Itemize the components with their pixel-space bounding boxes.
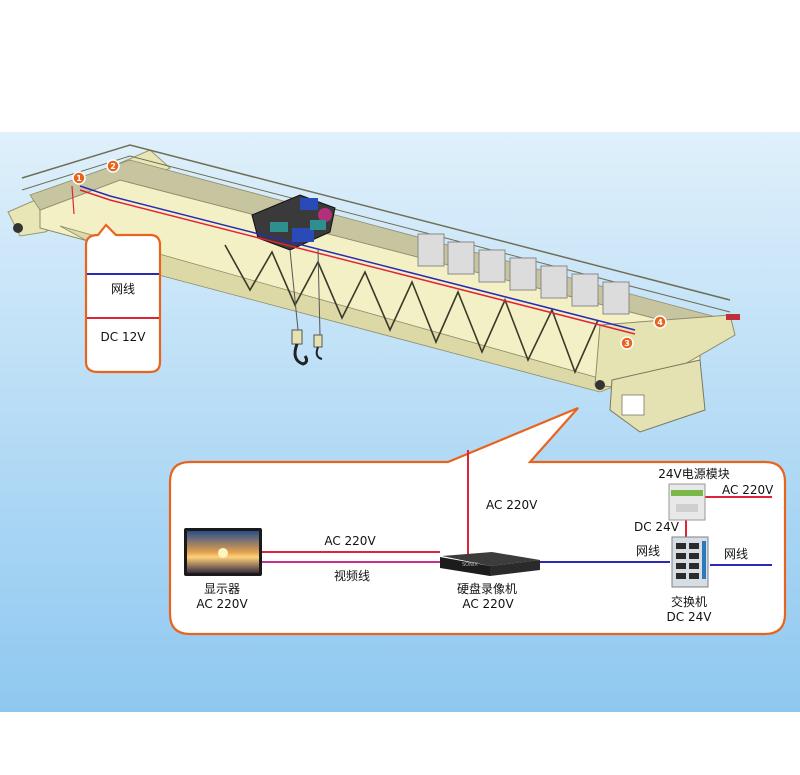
psu-name: 24V电源模块 [658,467,729,481]
switch-link-left: 网线 [636,544,660,558]
crane-cable-network [79,185,636,331]
electrical-cabinets [417,233,630,315]
nvr-supply-label: AC 220V [486,498,538,512]
nvr-brand: SONIX [462,562,478,568]
svg-text:2: 2 [110,162,116,171]
monitor-device [184,528,262,576]
callout-power-label: DC 12V [101,330,147,344]
camera-marker-4: 4 [653,315,667,329]
operator-cab-window [621,394,645,416]
monitor-link-power: AC 220V [324,534,376,548]
switch-name: 交换机 [671,594,707,609]
top-callout: 网线 DC 12V [84,223,162,374]
psu-device [668,483,706,521]
monitor-power: AC 220V [196,597,248,611]
nvr-device: SONIX [440,552,540,576]
switch-device [671,536,709,588]
svg-text:1: 1 [76,174,82,183]
camera-marker-1: 1 [72,171,86,185]
nvr-power: AC 220V [462,597,514,611]
psu-input: AC 220V [722,483,774,497]
crane-railing [21,144,731,301]
switch-power: DC 24V [667,610,713,624]
camera-marker-3: 3 [620,336,634,350]
monitor-name: 显示器 [204,582,240,596]
camera-marker-2: 2 [106,159,120,173]
bottom-callout [168,406,787,636]
crane-trolley [251,194,336,251]
svg-text:4: 4 [657,318,663,327]
switch-link-right: 网线 [724,547,748,561]
nvr-name: 硬盘录像机 [457,581,517,596]
callout-network-label: 网线 [111,282,135,296]
psu-output: DC 24V [634,520,680,534]
monitor-link-video: 视频线 [334,568,370,583]
crane-cable-power [79,189,636,335]
hook-block [289,249,323,366]
crane-truss [224,244,599,375]
overhead-crane [7,144,740,433]
svg-text:3: 3 [624,339,630,348]
